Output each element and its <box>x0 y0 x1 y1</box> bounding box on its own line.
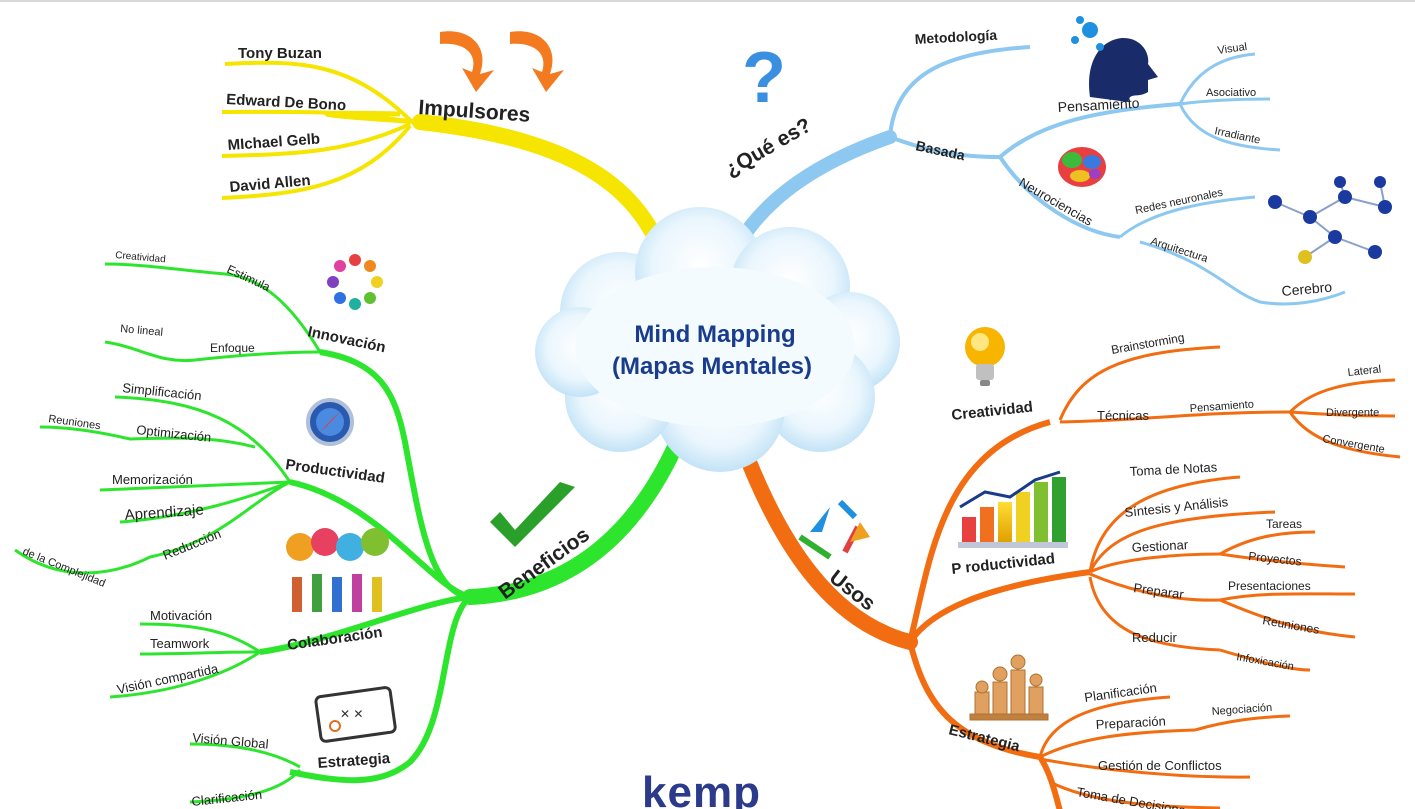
estrategia-uso-label: Estrategia <box>947 721 1022 755</box>
checkmark-icon <box>490 482 575 547</box>
gestionar-label: Gestionar <box>1131 537 1189 555</box>
creatividad-label: Creatividad <box>115 250 166 265</box>
tipo-pensamiento: Convergente <box>1321 433 1385 456</box>
head-gears-icon <box>1071 16 1158 102</box>
brainstorming-label: Brainstorming <box>1110 330 1185 357</box>
arrows-icon <box>440 31 564 93</box>
question-mark-icon: ? <box>742 38 786 118</box>
kemp-logo: kemp <box>642 768 761 809</box>
pensamiento-item: Visual <box>1217 41 1248 57</box>
beneficios-branch <box>14 262 683 804</box>
memorizacion-label: Memorización <box>112 472 193 487</box>
que-es-label: ¿Qué es? <box>721 114 815 182</box>
color-wheel-icon <box>327 254 383 310</box>
brain-icon <box>1058 147 1106 187</box>
tareas-label: Tareas <box>1266 517 1302 531</box>
infoxicacion-label: Infoxicación <box>1235 651 1294 673</box>
svg-text:✕ ✕: ✕ ✕ <box>340 707 363 721</box>
reduccion-label: Reducción <box>161 526 224 563</box>
arquitectura-label: Arquitectura <box>1149 235 1210 265</box>
estrategia-item: Clarificación <box>191 787 263 809</box>
reuniones-uso-label: Reuniones <box>1261 613 1320 637</box>
productividad-uso-label: P roductividad <box>951 550 1056 578</box>
toma-notas-label: Toma de Notas <box>1129 459 1218 479</box>
estrategia-uso-item: Toma de Decisiones <box>1075 784 1193 809</box>
pensamiento-item: Asociativo <box>1206 87 1256 99</box>
presentaciones-label: Presentaciones <box>1228 579 1311 593</box>
preparar-label: Preparar <box>1133 580 1186 602</box>
optimizacion-label: Optimización <box>136 422 212 445</box>
estrategia-uso-item: Preparación <box>1095 713 1166 732</box>
proyectos-label: Proyectos <box>1248 549 1303 569</box>
bar-chart-icon <box>958 470 1068 548</box>
impulsor-item: David Allen <box>229 172 311 196</box>
tipo-pensamiento: Divergente <box>1326 407 1379 419</box>
center-title-line2: (Mapas Mentales) <box>612 353 812 380</box>
creatividad-uso-label: Creatividad <box>951 399 1034 424</box>
network-icon <box>1268 176 1392 264</box>
colaboracion-item: Teamwork <box>150 636 210 651</box>
colaboracion-label: Colaboración <box>286 624 383 654</box>
center-title-line1: Mind Mapping <box>634 321 795 348</box>
aprendizaje-label: Aprendizaje <box>124 502 204 524</box>
no-lineal-label: No lineal <box>120 323 164 339</box>
impulsor-item: Edward De Bono <box>226 91 347 114</box>
compass-icon <box>306 398 354 446</box>
impulsor-item: Tony Buzan <box>238 45 322 62</box>
pensamiento-uso-label: Pensamiento <box>1189 399 1254 415</box>
reducir-label: Reducir <box>1132 630 1177 645</box>
cycle-arrows-icon <box>798 499 870 560</box>
impulsor-item: MIchael Gelb <box>227 131 320 154</box>
cerebro-label: Cerebro <box>1281 279 1333 299</box>
colaboracion-item: Motivación <box>150 608 212 623</box>
chess-pieces-icon <box>969 654 1049 721</box>
svg-text:?: ? <box>742 38 786 118</box>
tipo-pensamiento: Lateral <box>1347 364 1382 379</box>
strategy-board-icon: ✕ ✕ <box>314 686 397 743</box>
center-cloud <box>535 207 900 472</box>
simplificacion-label: Simplificación <box>122 380 203 403</box>
usos-branch <box>737 345 1401 809</box>
tecnicas-label: Técnicas <box>1097 408 1150 423</box>
estimula-label: Estimula <box>225 262 273 294</box>
basada-label: Basada <box>914 137 966 163</box>
metodologia-label: Metodología <box>914 27 997 47</box>
people-puzzle-icon <box>286 528 389 612</box>
complejidad-label: de la Complejidad <box>21 546 107 590</box>
estrategia-item: Visión Global <box>192 730 269 752</box>
estrategia-uso-item: Negociación <box>1211 702 1272 718</box>
lightbulb-icon <box>965 327 1005 386</box>
enfoque-label: Enfoque <box>210 341 255 355</box>
estrategia-uso-item: Gestión de Conflictos <box>1098 758 1222 773</box>
estrategia-uso-item: Planificación <box>1083 680 1157 705</box>
estrategia-label: Estrategia <box>317 750 391 772</box>
